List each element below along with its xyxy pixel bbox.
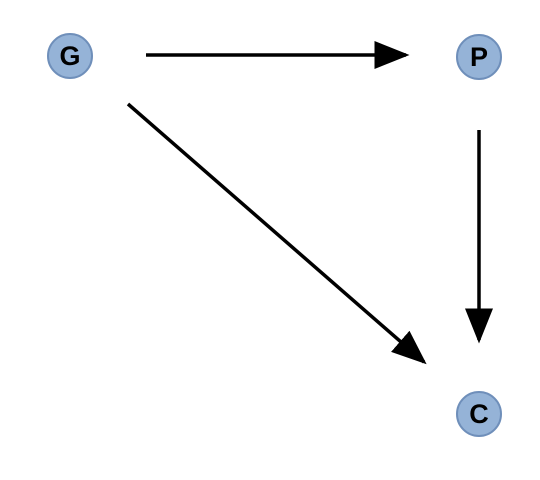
node-g-label: G	[59, 40, 81, 71]
node-c: C	[456, 391, 502, 437]
node-g: G	[47, 33, 93, 79]
edge-g-to-c	[126, 102, 427, 365]
node-p: P	[456, 34, 502, 80]
node-p-label: P	[469, 41, 488, 72]
node-c-label: C	[469, 398, 489, 429]
